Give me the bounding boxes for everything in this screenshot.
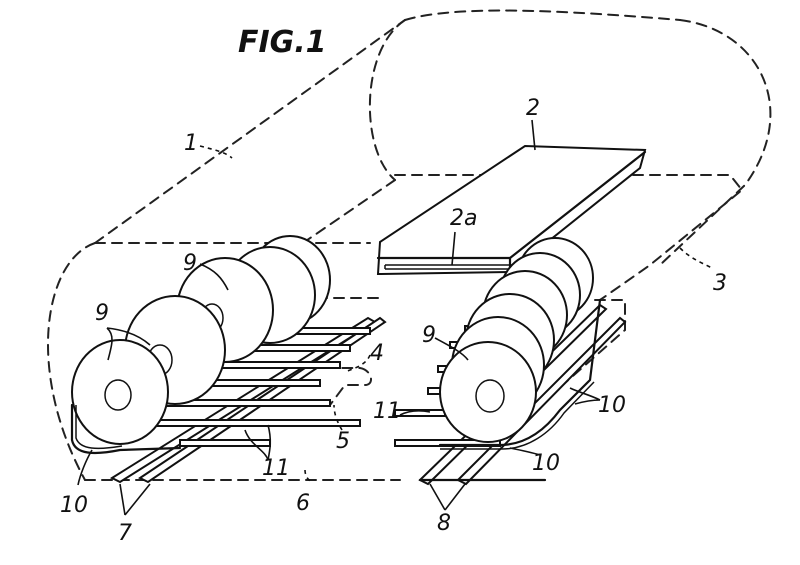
label-2: 2 (526, 96, 540, 121)
left-rails (109, 316, 387, 484)
label-8: 8 (437, 511, 451, 536)
label-5: 5 (336, 429, 350, 454)
label-10-left: 10 (60, 493, 88, 518)
label-11-right: 11 (373, 399, 401, 424)
leader-lines (77, 119, 713, 516)
label-4: 4 (370, 341, 384, 366)
label-3: 3 (713, 271, 727, 296)
figure-title: FIG.1 (238, 25, 327, 60)
label-10-right: 10 (598, 393, 626, 418)
label-7: 7 (118, 521, 132, 546)
label-9-right: 9 (422, 323, 436, 348)
label-2a: 2a (450, 206, 477, 231)
left-rollers (70, 235, 331, 455)
label-1: 1 (184, 131, 198, 156)
right-rollers (438, 237, 602, 450)
label-6: 6 (296, 491, 310, 516)
label-11-left: 11 (262, 456, 290, 481)
label-9-lower-left: 9 (95, 301, 109, 326)
reference-labels: 1 2 2a 3 4 5 6 7 8 9 9 9 10 10 10 11 11 (60, 96, 727, 546)
board-2 (376, 144, 647, 276)
label-9-upper-left: 9 (183, 251, 197, 276)
label-10-bottom-right: 10 (532, 451, 560, 476)
